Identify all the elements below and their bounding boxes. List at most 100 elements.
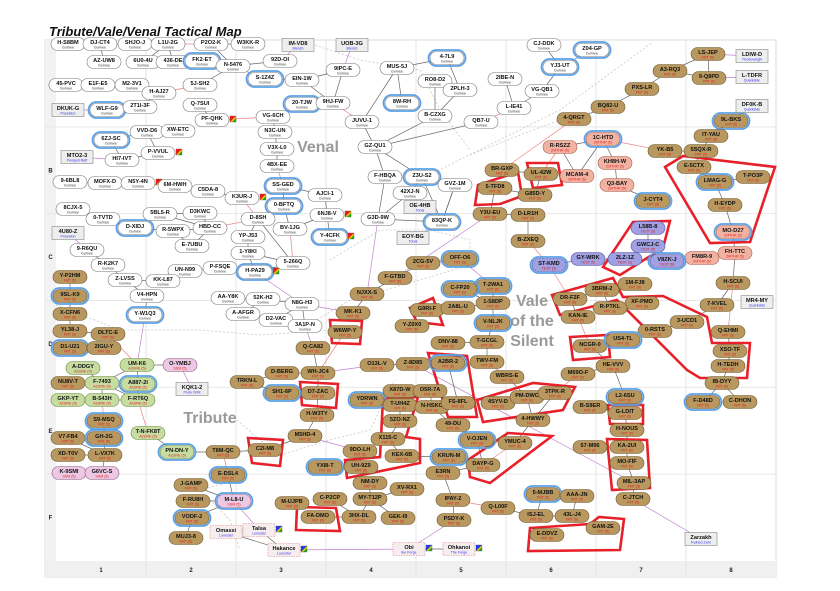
system-oval[interactable] — [84, 466, 120, 480]
structure-box[interactable] — [403, 200, 437, 214]
system-oval[interactable] — [624, 82, 660, 96]
system-oval[interactable] — [592, 301, 628, 315]
system-oval[interactable] — [430, 356, 466, 370]
system-oval[interactable] — [712, 344, 748, 358]
system-oval[interactable] — [652, 64, 688, 78]
system-oval[interactable] — [435, 418, 471, 432]
system-oval[interactable] — [120, 393, 156, 407]
system-oval[interactable] — [377, 271, 413, 285]
structure-box[interactable] — [281, 38, 315, 52]
system-oval[interactable] — [52, 175, 88, 189]
system-oval[interactable] — [295, 341, 331, 355]
system-oval[interactable] — [352, 492, 388, 506]
structure-box[interactable] — [209, 525, 243, 539]
system-oval[interactable] — [175, 494, 211, 508]
system-oval[interactable] — [160, 124, 196, 138]
system-oval[interactable] — [607, 390, 643, 404]
system-oval[interactable] — [192, 221, 228, 235]
system-oval[interactable] — [287, 319, 323, 333]
system-oval[interactable] — [442, 252, 478, 266]
system-oval[interactable] — [127, 308, 163, 322]
system-oval[interactable] — [257, 125, 293, 139]
system-oval[interactable] — [517, 188, 553, 202]
system-oval[interactable] — [299, 408, 335, 422]
system-oval[interactable] — [129, 289, 165, 303]
system-oval[interactable] — [722, 395, 758, 409]
system-oval[interactable] — [599, 178, 635, 192]
system-oval[interactable] — [55, 202, 91, 216]
system-oval[interactable] — [609, 456, 645, 470]
system-oval[interactable] — [259, 159, 295, 173]
system-oval[interactable] — [417, 74, 453, 88]
system-oval[interactable] — [327, 325, 363, 339]
system-oval[interactable] — [193, 37, 229, 51]
system-oval[interactable] — [173, 478, 209, 492]
system-oval[interactable] — [487, 72, 523, 86]
system-oval[interactable] — [245, 292, 281, 306]
system-oval[interactable] — [107, 273, 143, 287]
system-oval[interactable] — [229, 375, 265, 389]
system-oval[interactable] — [357, 140, 393, 154]
system-oval[interactable] — [382, 414, 418, 428]
system-oval[interactable] — [335, 306, 371, 320]
system-oval[interactable] — [713, 114, 749, 128]
system-oval[interactable] — [52, 307, 88, 321]
system-oval[interactable] — [556, 112, 592, 126]
system-oval[interactable] — [617, 277, 653, 291]
system-oval[interactable] — [649, 254, 685, 268]
system-oval[interactable] — [312, 230, 348, 244]
system-oval[interactable] — [359, 358, 395, 372]
